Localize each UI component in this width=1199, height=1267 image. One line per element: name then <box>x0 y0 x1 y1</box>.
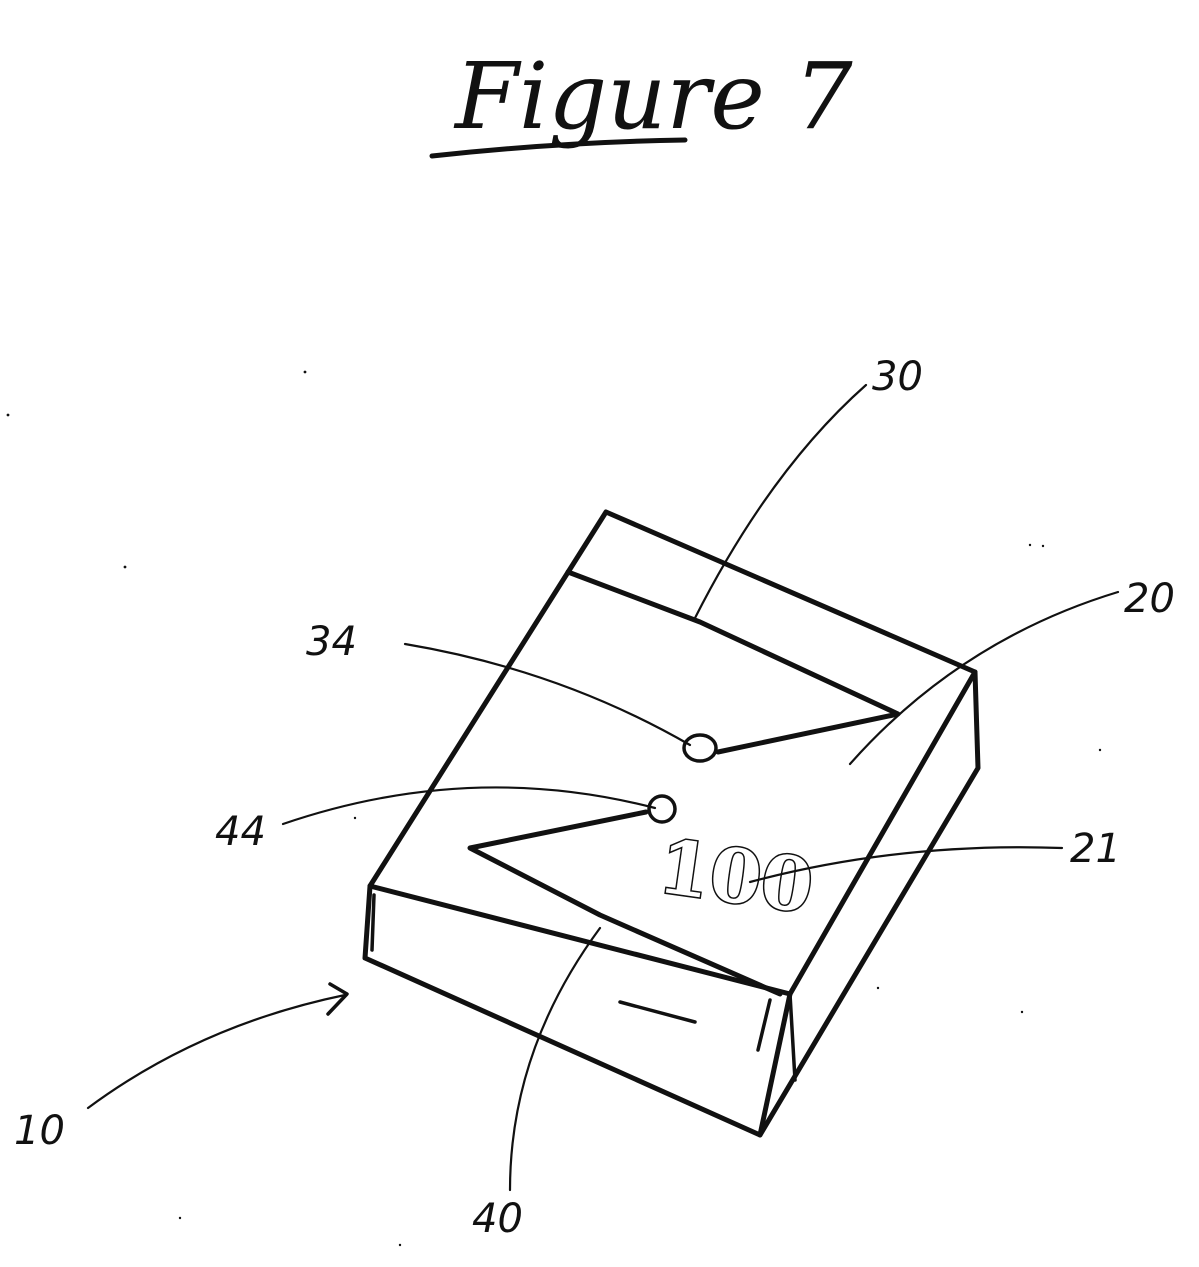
scan-specks <box>6 370 1102 1247</box>
block-device <box>362 509 981 1138</box>
figure-title: Figure 7 <box>429 43 853 159</box>
leader-44 <box>281 786 657 826</box>
arrow-10-head <box>326 982 349 1016</box>
front-face-corner-shade <box>370 893 376 952</box>
right-face-inner-edge <box>788 992 797 1082</box>
speck <box>178 1216 182 1220</box>
right-face-outline <box>757 669 981 1138</box>
figure-title-text: Figure 7 <box>453 43 853 150</box>
first-port-circle <box>682 733 718 763</box>
label-21: 21 <box>1070 826 1121 872</box>
label-44: 44 <box>215 809 266 855</box>
second-channel-front-trace <box>618 1000 697 1024</box>
front-face-right-edge <box>756 998 772 1052</box>
reference-labels: 30 20 34 44 21 10 40 <box>14 354 1175 1242</box>
leader-lines <box>86 383 1120 1192</box>
title-underline <box>429 137 688 159</box>
speck <box>398 1243 402 1247</box>
label-20: 20 <box>1124 576 1175 622</box>
speck <box>1041 544 1045 548</box>
second-channel-path <box>467 809 783 997</box>
leader-34 <box>403 642 692 747</box>
arrow-10-shaft <box>86 993 347 1110</box>
identifier-mark: 100 <box>652 822 820 932</box>
leader-30 <box>693 383 868 620</box>
speck <box>876 986 880 990</box>
speck <box>6 413 10 417</box>
label-10: 10 <box>14 1108 65 1154</box>
speck <box>303 370 307 374</box>
speck <box>1098 748 1102 752</box>
speck <box>1020 1010 1024 1014</box>
leader-40 <box>508 926 602 1192</box>
second-channel <box>467 794 783 1024</box>
front-face-outline <box>362 883 793 1138</box>
leader-21 <box>748 846 1064 884</box>
first-channel-path <box>565 569 901 755</box>
identifier-mark-text: 100 <box>653 824 818 931</box>
speck <box>1028 543 1032 547</box>
first-channel <box>565 569 901 763</box>
speck <box>123 565 127 569</box>
leader-20 <box>848 590 1120 766</box>
second-port-circle <box>647 794 677 824</box>
label-40: 40 <box>472 1196 523 1242</box>
label-34: 34 <box>306 619 357 665</box>
speck <box>353 816 357 820</box>
label-30: 30 <box>872 354 923 400</box>
